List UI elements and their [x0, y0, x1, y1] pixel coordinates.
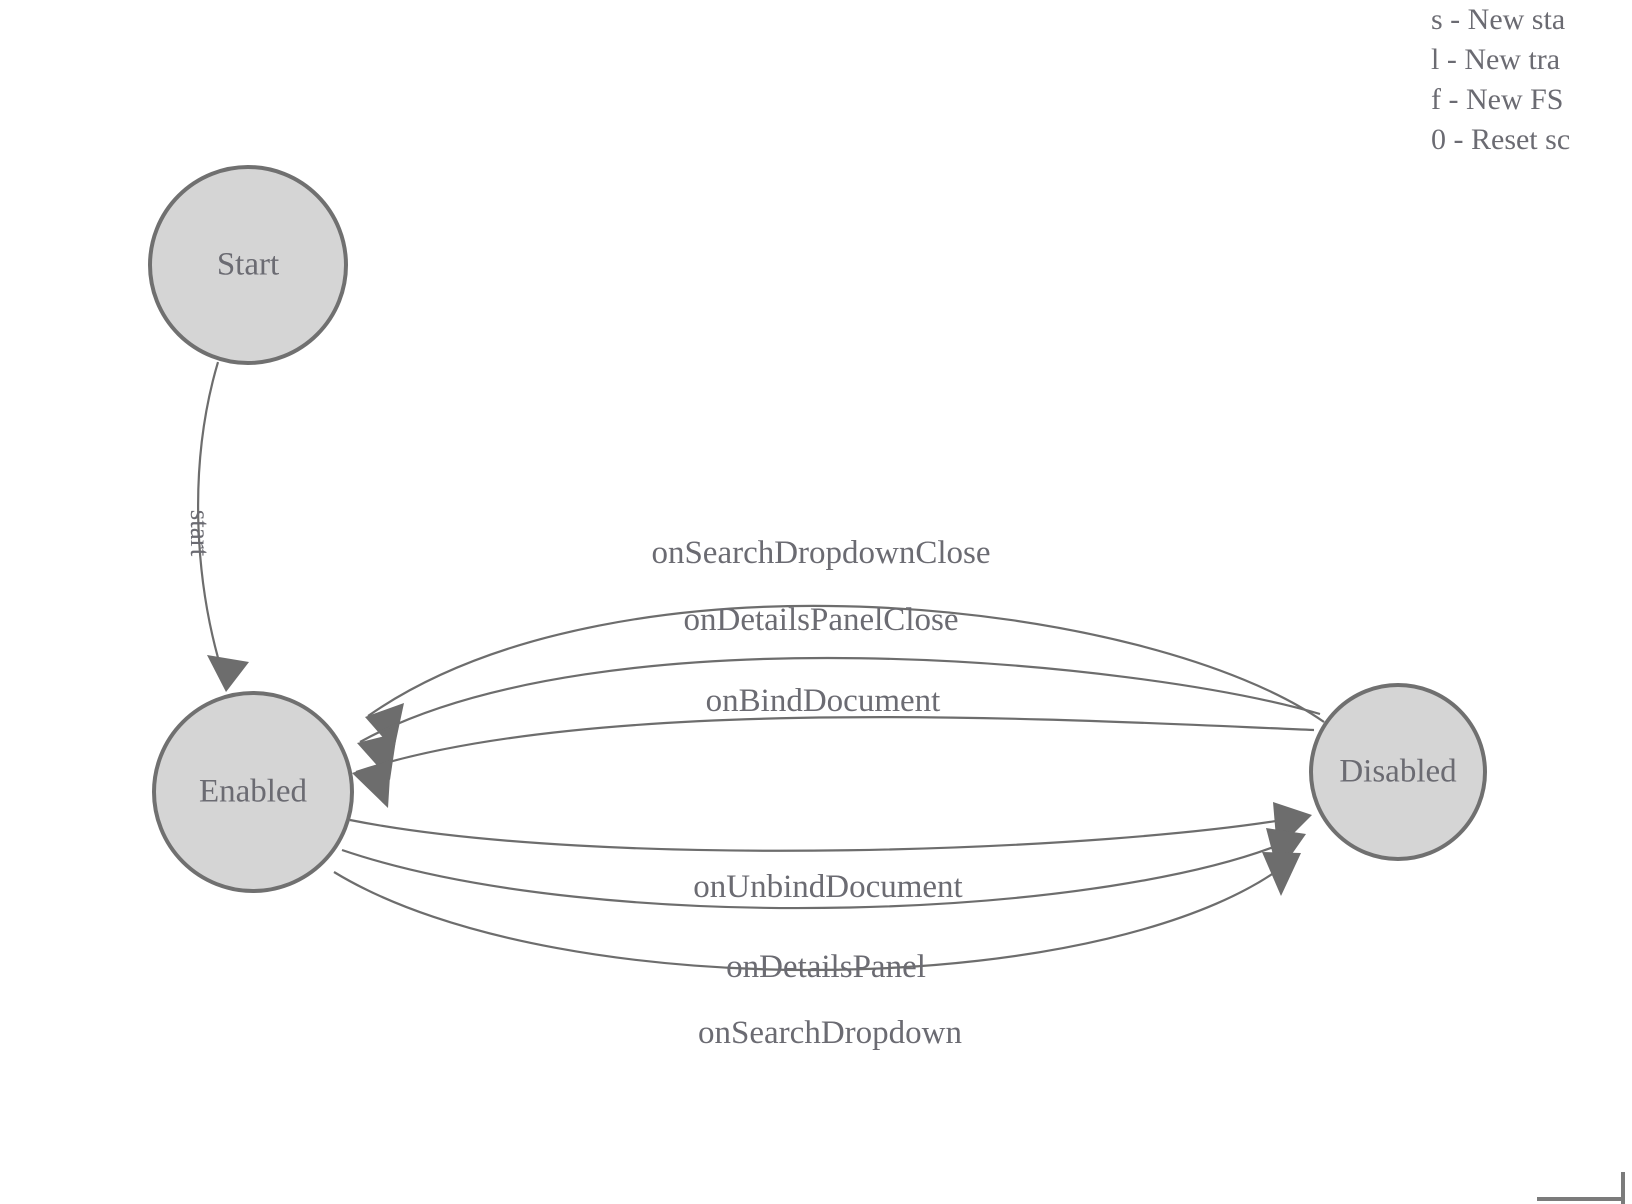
edge-start[interactable] — [197, 361, 249, 692]
edge-label-onSearchDropdownClose: onSearchDropdownClose — [651, 535, 990, 571]
edge-path-onDetailsPanelClose — [359, 656, 1321, 743]
horizontal-scrollbar-thumb[interactable] — [1537, 1197, 1625, 1201]
keyboard-shortcuts-panel: s - New sta l - New tra f - New FS 0 - R… — [1431, 0, 1632, 160]
shortcut-new-fsm: f - New FS — [1431, 83, 1564, 116]
edge-label-start: start — [185, 510, 215, 557]
node-start-label: Start — [217, 247, 279, 283]
node-disabled[interactable]: Disabled — [1309, 683, 1487, 861]
arrow-head-onSearchDropdown — [1262, 852, 1301, 896]
edge-label-onBindDocument: onBindDocument — [706, 683, 941, 719]
node-start[interactable]: Start — [148, 165, 348, 365]
node-enabled-label: Enabled — [199, 774, 308, 810]
edge-onSearchDropdown[interactable] — [333, 852, 1301, 972]
node-start-circle — [148, 165, 348, 365]
node-enabled-circle — [152, 691, 354, 893]
node-disabled-circle — [1309, 683, 1487, 861]
shortcut-new-transition: l - New tra — [1431, 43, 1561, 76]
scrollbar-corner[interactable] — [1480, 1150, 1632, 1204]
shortcut-reset-scale: 0 - Reset sc — [1431, 123, 1571, 156]
edge-path-start — [197, 361, 226, 679]
node-disabled-label: Disabled — [1339, 754, 1457, 790]
edge-path-onBindDocument — [355, 716, 1315, 774]
edge-label-onUnbindDocument: onUnbindDocument — [693, 869, 962, 905]
edge-path-onUnbindDocument — [349, 814, 1307, 852]
arrow-head-start — [207, 655, 249, 692]
vertical-scrollbar-thumb[interactable] — [1621, 1172, 1625, 1204]
edge-onUnbindDocument[interactable] — [349, 802, 1312, 852]
arrow-head-onBindDocument — [352, 760, 391, 808]
edge-path-onSearchDropdownClose — [367, 604, 1325, 723]
shortcut-new-state: s - New sta — [1431, 3, 1566, 36]
edge-onBindDocument[interactable] — [352, 716, 1315, 808]
node-enabled[interactable]: Enabled — [152, 691, 354, 893]
edge-label-onDetailsPanelClose: onDetailsPanelClose — [684, 602, 959, 638]
edge-path-onSearchDropdown — [333, 855, 1297, 972]
edge-label-onDetailsPanel: onDetailsPanel — [726, 949, 926, 985]
edge-label-onSearchDropdown: onSearchDropdown — [698, 1015, 962, 1051]
edge-path-onDetailsPanel — [341, 835, 1301, 910]
edge-onDetailsPanelClose[interactable] — [357, 656, 1321, 780]
